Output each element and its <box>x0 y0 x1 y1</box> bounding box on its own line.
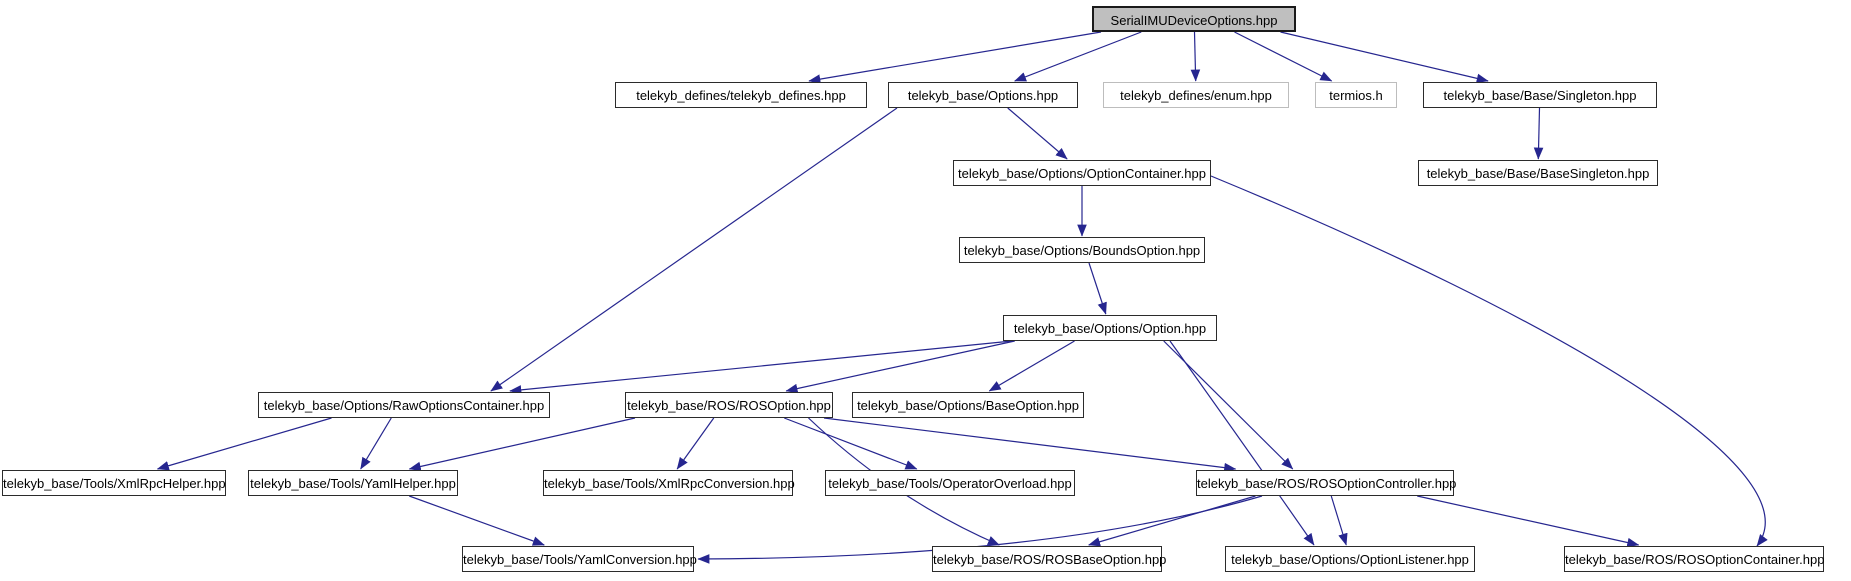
node-basesingleton[interactable]: telekyb_base/Base/BaseSingleton.hpp <box>1418 160 1658 186</box>
node-rosoptioncontroller[interactable]: telekyb_base/ROS/ROSOptionController.hpp <box>1196 470 1456 496</box>
node-rosoptioncontainer[interactable]: telekyb_base/ROS/ROSOptionContainer.hpp <box>1564 546 1824 572</box>
edge-rosoption-to-operatoroverload <box>784 417 918 470</box>
node-rosbaseoption[interactable]: telekyb_base/ROS/ROSBaseOption.hpp <box>932 546 1166 572</box>
node-rosoption[interactable]: telekyb_base/ROS/ROSOption.hpp <box>625 392 833 418</box>
edge-options-to-optioncontainer <box>1007 107 1068 160</box>
node-xmlrpcconversion[interactable]: telekyb_base/Tools/XmlRpcConversion.hpp <box>543 470 795 496</box>
node-optioncontainer[interactable]: telekyb_base/Options/OptionContainer.hpp <box>953 160 1211 186</box>
node-defines[interactable]: telekyb_defines/telekyb_defines.hpp <box>615 82 867 108</box>
edge-serial-to-enum <box>1190 31 1201 82</box>
edge-rosoption-to-xmlrpcconversion <box>676 417 715 470</box>
node-serial: SerialIMUDeviceOptions.hpp <box>1092 6 1296 32</box>
node-enum: telekyb_defines/enum.hpp <box>1103 82 1289 108</box>
edge-option-to-optionlistener <box>1169 340 1315 546</box>
edge-option-to-rosoption <box>785 340 1015 394</box>
edge-rosoptioncontroller-to-rosoptioncontainer <box>1417 495 1640 548</box>
edge-boundsoption-to-option <box>1088 262 1107 315</box>
edge-rosoptioncontroller-to-optionlistener <box>1330 495 1348 546</box>
node-rawoptions[interactable]: telekyb_base/Options/RawOptionsContainer… <box>258 392 550 418</box>
node-baseoption[interactable]: telekyb_base/Options/BaseOption.hpp <box>852 392 1084 418</box>
edge-serial-to-defines <box>808 31 1102 84</box>
node-yamlhelper[interactable]: telekyb_base/Tools/YamlHelper.hpp <box>248 470 458 496</box>
edge-singleton-to-basesingleton <box>1533 107 1544 160</box>
edge-rawoptions-to-xmlrpchelper <box>156 417 332 471</box>
edge-serial-to-singleton <box>1280 31 1489 84</box>
node-optionlistener[interactable]: telekyb_base/Options/OptionListener.hpp <box>1225 546 1475 572</box>
node-boundsoption[interactable]: telekyb_base/Options/BoundsOption.hpp <box>959 237 1205 263</box>
edge-optioncontainer-to-rosoptioncontainer <box>1210 175 1768 547</box>
node-singleton[interactable]: telekyb_base/Base/Singleton.hpp <box>1423 82 1657 108</box>
node-options[interactable]: telekyb_base/Options.hpp <box>888 82 1078 108</box>
edge-option-to-rawoptions <box>509 340 1013 395</box>
node-option[interactable]: telekyb_base/Options/Option.hpp <box>1003 315 1217 341</box>
edge-serial-to-options <box>1014 31 1142 82</box>
node-operatoroverload[interactable]: telekyb_base/Tools/OperatorOverload.hpp <box>825 470 1075 496</box>
node-termios: termios.h <box>1315 82 1397 108</box>
node-xmlrpchelper[interactable]: telekyb_base/Tools/XmlRpcHelper.hpp <box>2 470 226 496</box>
edge-options-to-rawoptions <box>490 107 898 392</box>
edge-serial-to-termios <box>1234 31 1333 82</box>
edge-yamlhelper-to-yamlconversion <box>409 495 545 546</box>
edge-rosoption-to-rosoptioncontroller <box>823 417 1237 473</box>
edge-option-to-baseoption <box>988 340 1075 392</box>
edge-rosoptioncontroller-to-rosbaseoption <box>1088 495 1256 547</box>
edge-rawoptions-to-yamlhelper <box>360 417 392 470</box>
node-yamlconversion[interactable]: telekyb_base/Tools/YamlConversion.hpp <box>462 546 697 572</box>
edge-rosoption-to-yamlhelper <box>408 417 636 472</box>
